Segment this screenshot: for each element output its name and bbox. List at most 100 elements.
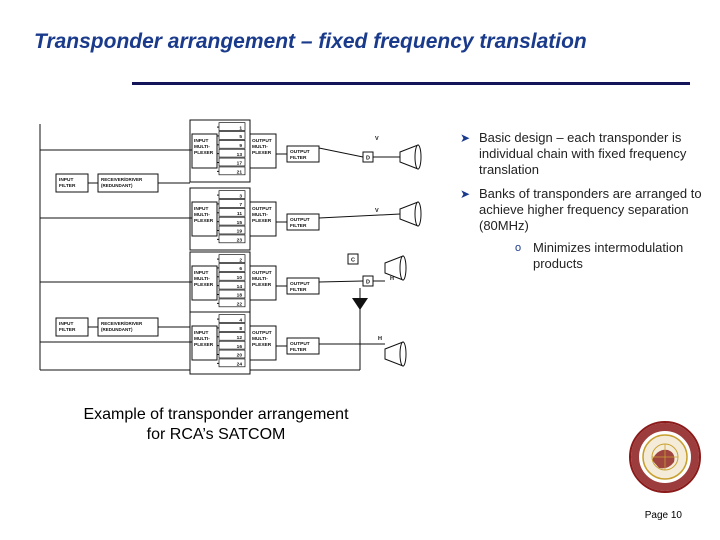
twta-cell <box>218 340 246 350</box>
diagram-caption: Example of transponder arrangement for R… <box>56 405 376 445</box>
twta-channel-label: 23 <box>237 238 243 244</box>
waveguide-arrow-icon <box>352 298 368 310</box>
bullet-text: Banks of transponders are arranged to ac… <box>479 186 702 233</box>
output-filter-label: FILTER <box>290 223 307 229</box>
output-filter-label: FILTER <box>290 155 307 161</box>
twta-channel-label: 10 <box>237 275 243 281</box>
output-multiplexer-block <box>249 325 277 361</box>
twta-channel-label: 7 <box>239 202 242 208</box>
twta-channel-label: 15 <box>237 220 243 226</box>
twta-channel-label: 18 <box>237 293 243 299</box>
output-mux-label: MULTI- <box>252 276 268 282</box>
twta-channel-label: 22 <box>237 302 243 308</box>
twta-cell <box>218 272 246 281</box>
twta-cell <box>218 280 246 290</box>
twta-channel-label: 9 <box>239 143 242 149</box>
sub-bullet-text: Minimizes intermodulation products <box>533 240 684 271</box>
twta-channel-label: 17 <box>237 161 243 167</box>
input-mux-label: MULTI- <box>194 276 210 282</box>
output-line <box>318 147 364 158</box>
switch-label: D <box>366 156 370 162</box>
twta-channel-label: 11 <box>237 211 242 217</box>
output-mux-label: OUTPUT <box>252 330 272 336</box>
page-number: Page 10 <box>644 510 682 521</box>
switch-box <box>347 253 359 265</box>
bullet-item: ➤ Banks of transponders are arranged to … <box>460 186 710 272</box>
output-mux-label: MULTI- <box>252 144 268 150</box>
input-mux-label: INPUT <box>194 206 208 212</box>
input-filter-label: INPUT <box>59 177 73 183</box>
twta-channel-label: 16 <box>237 344 243 350</box>
twta-cell <box>218 148 246 158</box>
twta-channel-label: 14 <box>237 284 243 290</box>
output-line <box>318 213 401 219</box>
polarization-label: H <box>378 336 382 342</box>
input-mux-label: INPUT <box>194 138 208 144</box>
input-mux-label: PLEXER <box>194 282 214 288</box>
input-filter-label: FILTER <box>59 327 76 333</box>
output-mux-label: OUTPUT <box>252 138 272 144</box>
input-mux-label: INPUT <box>194 330 208 336</box>
twta-channel-label: 19 <box>237 229 243 235</box>
input-filter-block <box>55 317 89 337</box>
input-filter-label: FILTER <box>59 183 76 189</box>
output-mux-label: PLEXER <box>252 218 272 224</box>
output-mux-label: MULTI- <box>252 336 268 342</box>
input-mux-label: MULTI- <box>194 144 210 150</box>
output-filter-label: OUTPUT <box>290 149 310 155</box>
antenna-horn-icon <box>399 255 407 281</box>
twta-channel-label: 2 <box>239 257 242 263</box>
switch-label: C <box>351 258 355 264</box>
twta-channel-label: 6 <box>239 266 242 272</box>
bullet-item: ➤ Basic design – each transponder is ind… <box>460 130 710 178</box>
twta-cell <box>218 157 246 167</box>
output-mux-label: PLEXER <box>252 150 272 156</box>
input-multiplexer-block <box>191 201 218 237</box>
output-line <box>318 280 364 283</box>
twta-channel-label: 1 <box>239 125 242 131</box>
input-mux-label: PLEXER <box>194 218 214 224</box>
input-mux-label: INPUT <box>194 270 208 276</box>
input-multiplexer-block <box>191 325 218 361</box>
caption-line-1: Example of transponder arrangement <box>83 406 349 423</box>
input-multiplexer-block <box>191 265 218 301</box>
output-multiplexer-block <box>249 265 277 301</box>
input-mux-label: MULTI- <box>194 212 210 218</box>
twta-channel-label: 24 <box>237 362 243 368</box>
output-filter-label: FILTER <box>290 347 307 353</box>
output-mux-label: PLEXER <box>252 282 272 288</box>
twta-cell <box>218 166 246 176</box>
output-filter-label: OUTPUT <box>290 341 310 347</box>
input-mux-label: PLEXER <box>194 150 214 156</box>
twta-cell <box>218 323 246 332</box>
twta-cell <box>218 216 246 226</box>
output-mux-label: MULTI- <box>252 212 268 218</box>
twta-channel-label: 4 <box>239 317 242 323</box>
slide-title: Transponder arrangement – fixed frequenc… <box>34 30 587 53</box>
arrow-bullet-icon: ➤ <box>460 131 471 145</box>
twta-cell <box>218 190 246 199</box>
polarization-label: V <box>375 208 379 214</box>
bullet-list: ➤ Basic design – each transponder is ind… <box>460 130 710 280</box>
caption-line-2: for RCA’s SATCOM <box>146 426 286 443</box>
twta-channel-label: 12 <box>237 335 243 341</box>
input-filter-block <box>55 173 89 193</box>
twta-channel-label: 5 <box>239 134 242 140</box>
twta-cell <box>218 131 246 140</box>
arrow-bullet-icon: ➤ <box>460 187 471 201</box>
input-mux-label: PLEXER <box>194 342 214 348</box>
receiver-label: (REDUNDANT) <box>101 183 133 188</box>
twta-channel-label: 21 <box>237 170 243 176</box>
twta-channel-label: 8 <box>239 326 242 332</box>
output-multiplexer-block <box>249 133 277 169</box>
switch-label: D <box>366 280 370 286</box>
output-filter-label: OUTPUT <box>290 281 310 287</box>
output-mux-label: PLEXER <box>252 342 272 348</box>
polarization-label: V <box>375 136 379 142</box>
receiver-label: RECEIVER/DRIVER <box>101 177 143 182</box>
polarization-label: H <box>390 276 394 282</box>
sub-bullet-item: o Minimizes intermodulation products <box>479 240 710 272</box>
receiver-label: (REDUNDANT) <box>101 327 133 332</box>
output-mux-label: OUTPUT <box>252 206 272 212</box>
output-mux-label: OUTPUT <box>252 270 272 276</box>
